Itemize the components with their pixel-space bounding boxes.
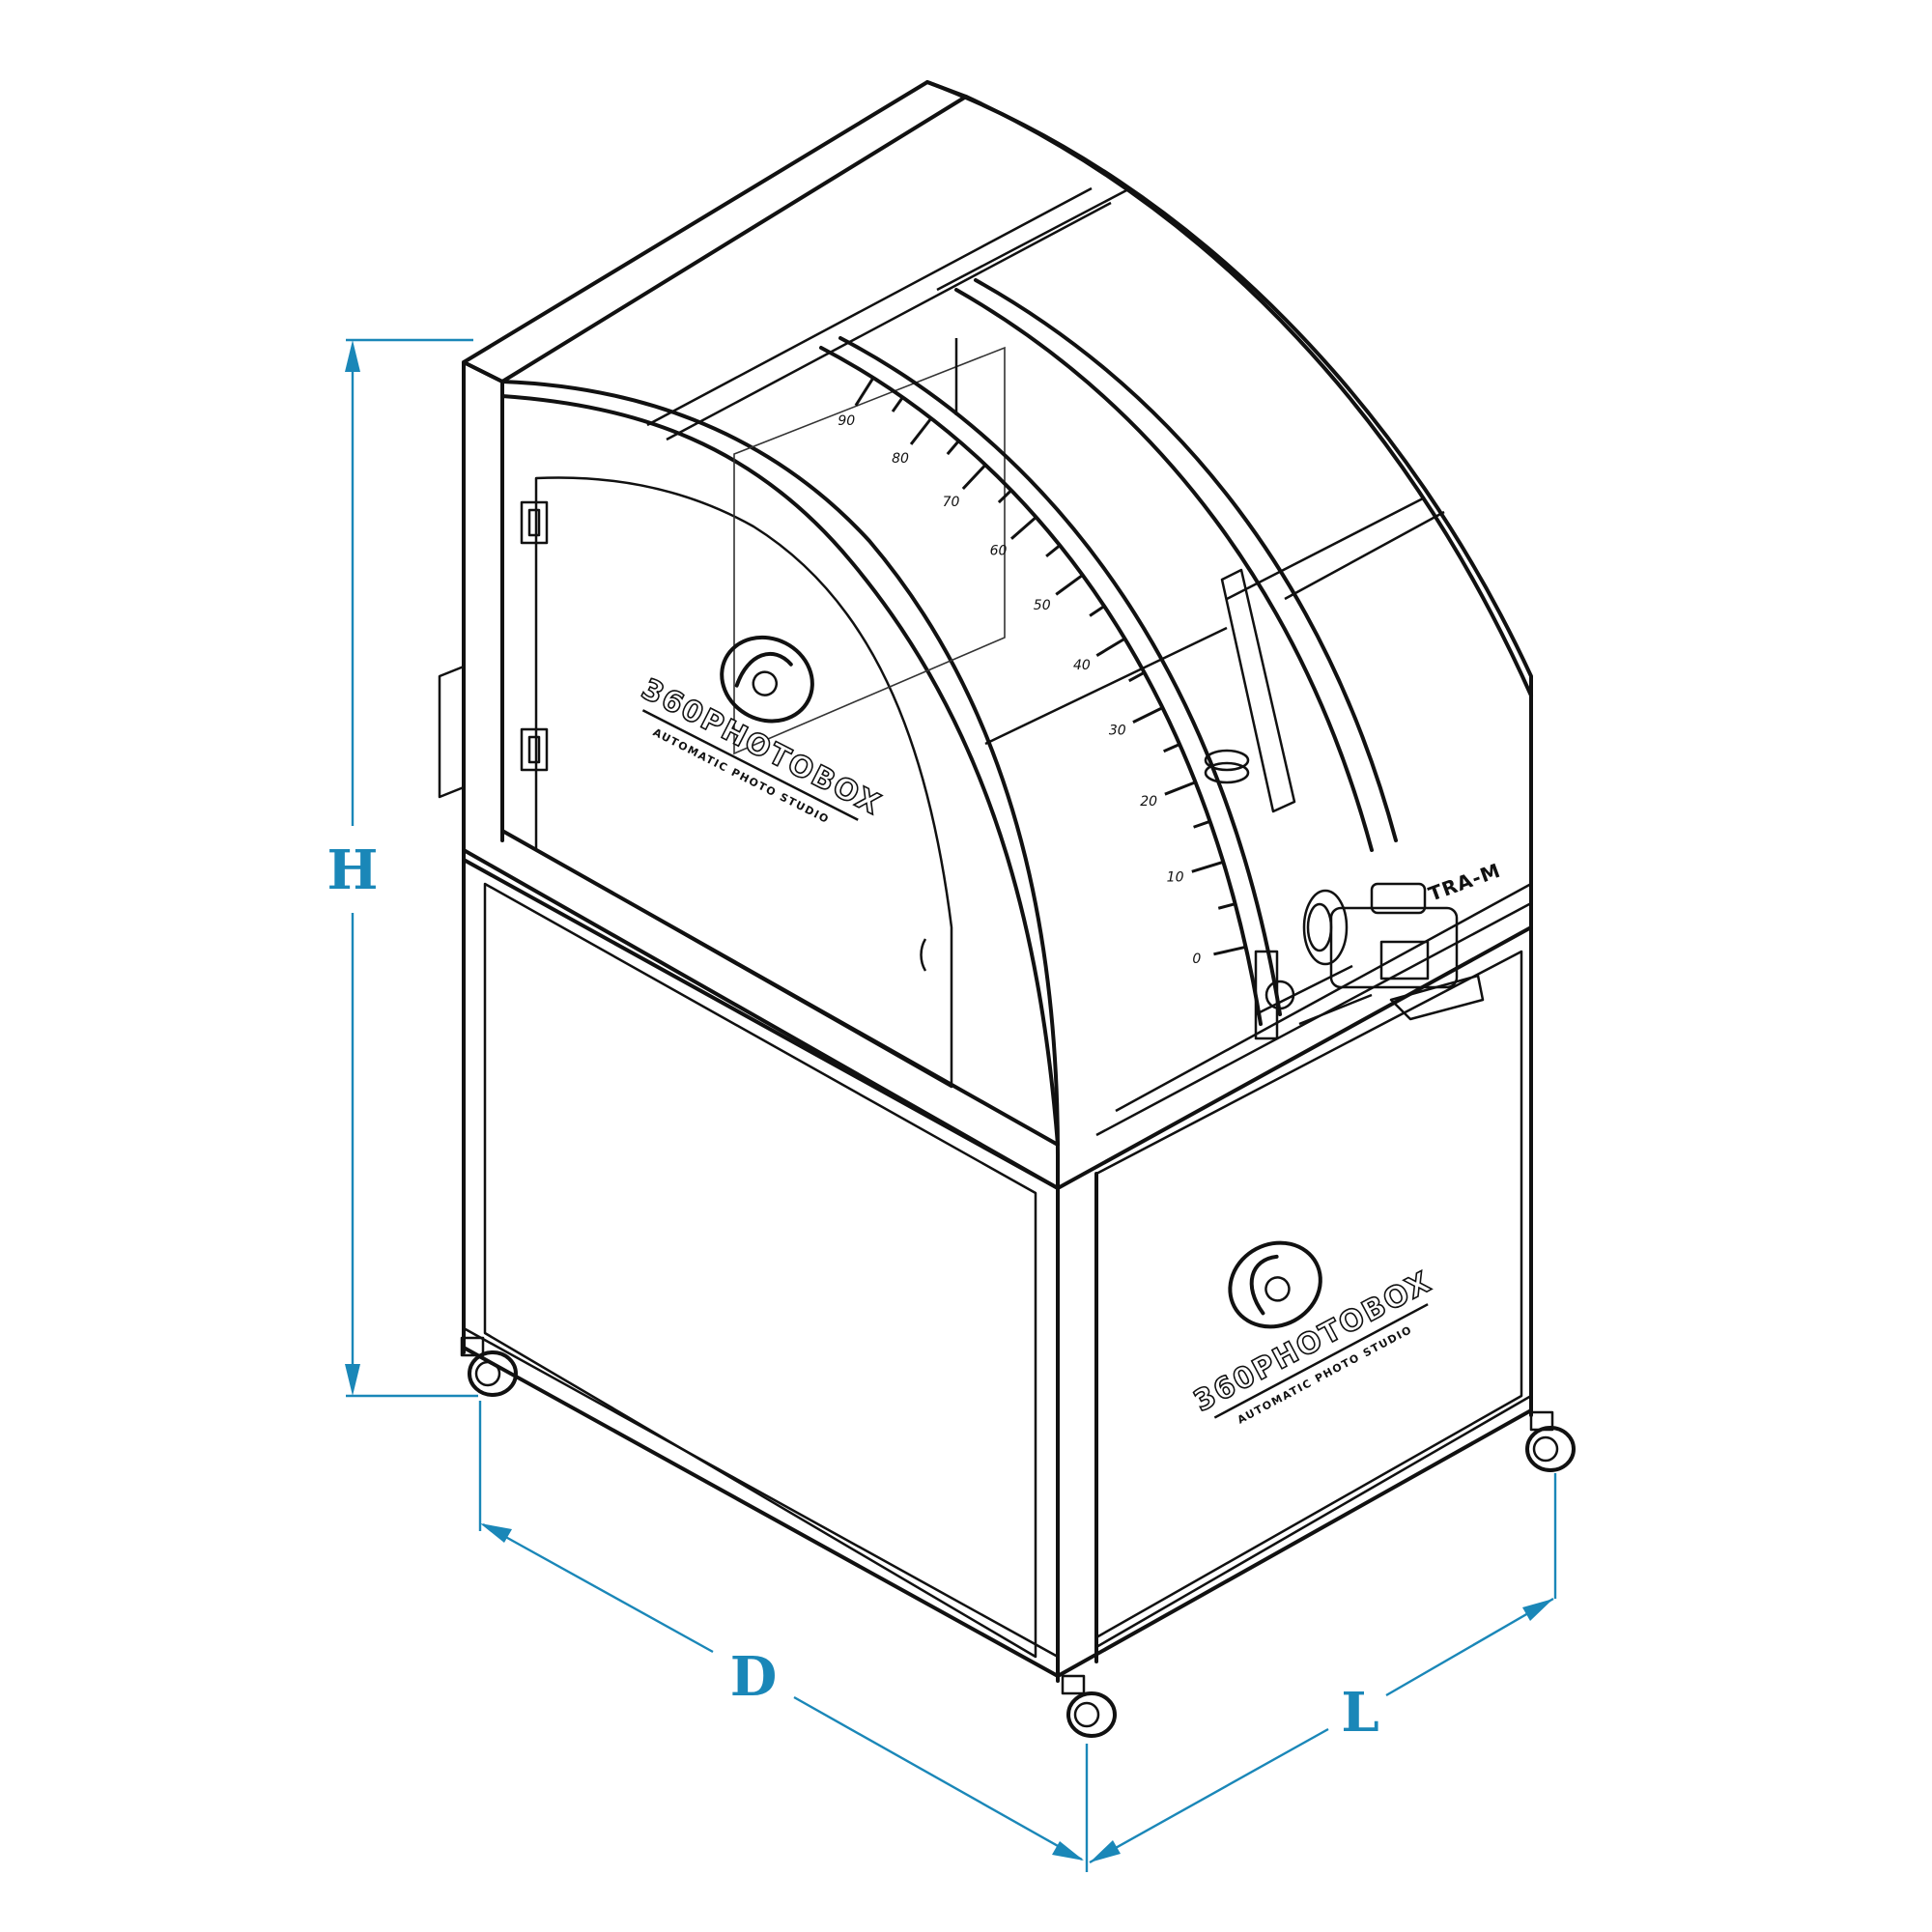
scale-minor-tick (1193, 819, 1211, 829)
scale-tick (1132, 706, 1164, 724)
scale-tick-label: 10 (1167, 870, 1184, 886)
hinge-icon (520, 727, 549, 772)
camera-icon (1254, 882, 1485, 1040)
upper-logo: 360PHOTOBOX AUTOMATIC PHOTO STUDIO (636, 635, 888, 826)
scale-tick-label: 40 (1073, 658, 1091, 673)
model-label: TRA-M (1426, 859, 1504, 906)
scale-minor-tick (946, 440, 960, 456)
lower-logo: 360PHOTOBOX AUTOMATIC PHOTO STUDIO (1187, 1240, 1438, 1427)
scale-minor-tick (1217, 902, 1236, 910)
scale-minor-tick (1045, 544, 1062, 558)
hinge-icon (520, 500, 549, 545)
dimension-length: L (1089, 1473, 1557, 1864)
scale-tick (1095, 637, 1126, 657)
scale-tick (1213, 945, 1246, 956)
scale-tick (854, 377, 875, 407)
scale-tick-label: 70 (943, 495, 960, 510)
scale-minor-tick (1089, 605, 1105, 617)
scale-tick (1055, 574, 1084, 596)
upper-cabinet (438, 80, 1533, 1190)
angle-scale: 0 10 20 30 40 50 60 70 80 90 (838, 377, 1246, 967)
dim-label-l: L (1341, 1681, 1378, 1745)
scale-tick-label: 0 (1192, 952, 1201, 967)
scale-tick (909, 417, 933, 445)
logo-rotation-icon (1228, 1240, 1322, 1329)
door-handle-icon (920, 938, 927, 972)
scale-tick-label: 80 (892, 451, 909, 467)
scale-tick (1191, 860, 1224, 873)
dim-label-d: D (730, 1645, 778, 1709)
scale-tick-label: 90 (838, 413, 855, 429)
dimension-depth: D (478, 1401, 1089, 1872)
scale-tick-label: 50 (1034, 598, 1051, 613)
scale-tick-label: 60 (990, 544, 1008, 559)
dimension-height: H (327, 338, 478, 1398)
scale-minor-tick (1163, 743, 1180, 753)
scale-minor-tick (891, 396, 904, 412)
caster-wheel-icon (1061, 1674, 1117, 1738)
scale-tick-label: 30 (1109, 724, 1126, 739)
scale-tick-label: 20 (1140, 794, 1157, 810)
dim-label-h: H (327, 838, 379, 902)
scale-minor-tick (1128, 670, 1146, 683)
logo-rotation-icon (720, 635, 814, 724)
caster-wheel-icon (1525, 1410, 1576, 1472)
base-cabinet (462, 838, 1533, 1683)
scale-tick (1010, 516, 1037, 540)
scale-tick (961, 464, 987, 491)
scale-tick (1164, 781, 1197, 796)
caster-wheel-icon (460, 1336, 518, 1397)
scale-minor-tick (997, 489, 1012, 504)
